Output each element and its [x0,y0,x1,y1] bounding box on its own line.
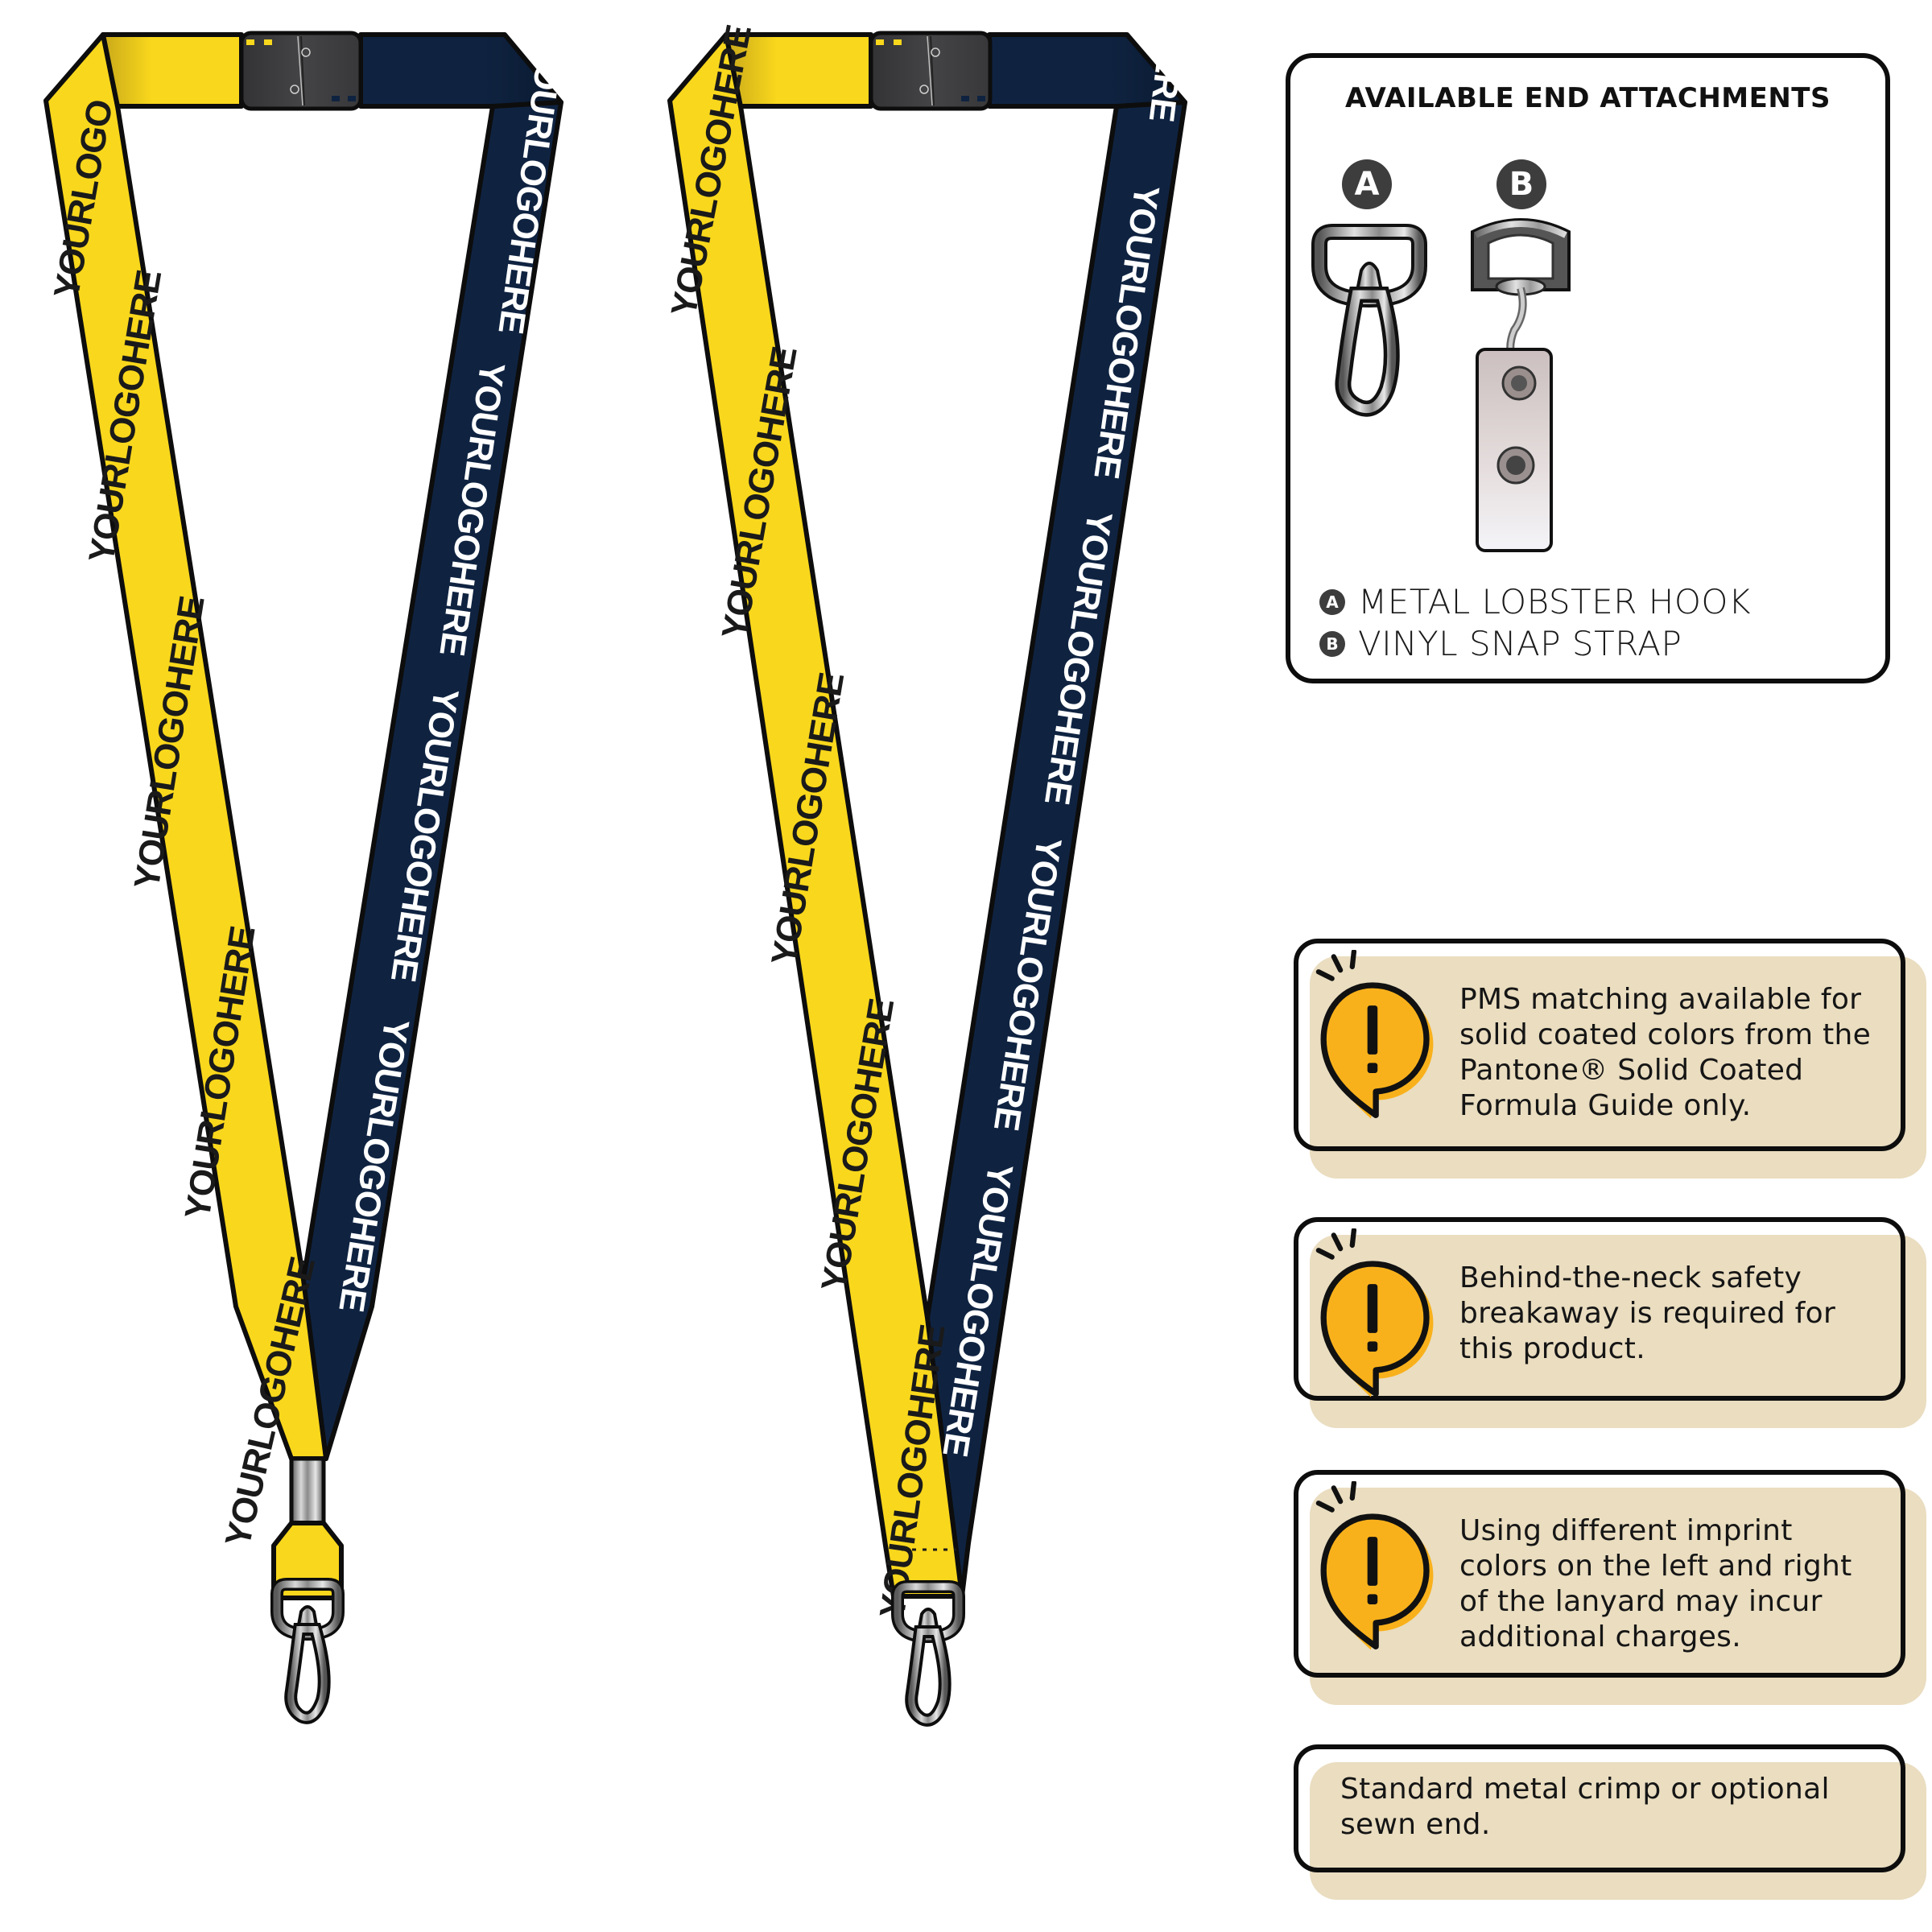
notice-safety-breakaway: Behind-the-neck safety breakaway is requ… [1294,1217,1926,1428]
notice-line: Using different imprint [1459,1514,1793,1547]
legend-badge-a: A [1319,588,1345,615]
alert-bubble-icon [1305,1228,1442,1406]
alert-bubble-icon [1305,1481,1442,1658]
lanyard-sewn-end: YOURLOGOHERE YOURLOGOHERE YOURLOGOHERE Y… [664,22,1192,1719]
legend-label-b: VINYL SNAP STRAP [1358,624,1682,663]
vinyl-snap-strap-icon [1471,218,1571,552]
notice-line: breakaway is required for [1459,1297,1836,1330]
notice-imprint-colors: Using different imprint colors on the le… [1294,1470,1926,1705]
lobster-hook-icon [1311,224,1427,417]
notice-line: Formula Guide only. [1459,1089,1752,1122]
metal-crimp [289,1456,326,1525]
legend-badge-b: B [1319,630,1345,657]
notice-pms-matching: PMS matching available for solid coated … [1294,939,1926,1179]
lanyard-crimp-end: YOURLOGO YOURLOGOHERE YOURLOGOHERE YOURL… [43,33,571,1718]
lobster-hook-icon [277,1584,338,1718]
end-attachments-panel: AVAILABLE END ATTACHMENTS A B A METAL LO… [1286,53,1890,683]
notice-line: additional charges. [1459,1620,1741,1653]
legend-row-a: A METAL LOBSTER HOOK [1319,582,1751,621]
alert-bubble-icon [1305,950,1442,1127]
breakaway-clasp [242,33,361,109]
badge-a: A [1342,159,1392,209]
notice-line: this product. [1459,1332,1645,1365]
badge-b: B [1496,159,1546,209]
legend-row-b: B VINYL SNAP STRAP [1319,624,1682,663]
notice-line: Behind-the-neck safety [1459,1261,1802,1294]
notice-line: Pantone® Solid Coated [1459,1054,1804,1087]
legend-label-a: METAL LOBSTER HOOK [1358,582,1752,621]
notice-line: colors on the left and right [1459,1550,1852,1583]
notice-end-options: Standard metal crimp or optional sewn en… [1294,1744,1926,1900]
breakaway-clasp [871,33,990,109]
notice-line: PMS matching available for [1459,983,1862,1016]
notice-line: sewn end. [1340,1808,1491,1841]
lanyard-illustrations: YOURLOGO YOURLOGOHERE YOURLOGOHERE YOURL… [43,22,1192,1932]
notice-line: solid coated colors from the [1459,1018,1872,1051]
notice-line: of the lanyard may incur [1459,1585,1823,1618]
attachments-title: AVAILABLE END ATTACHMENTS [1345,82,1831,114]
notice-line: Standard metal crimp or optional [1340,1773,1830,1806]
